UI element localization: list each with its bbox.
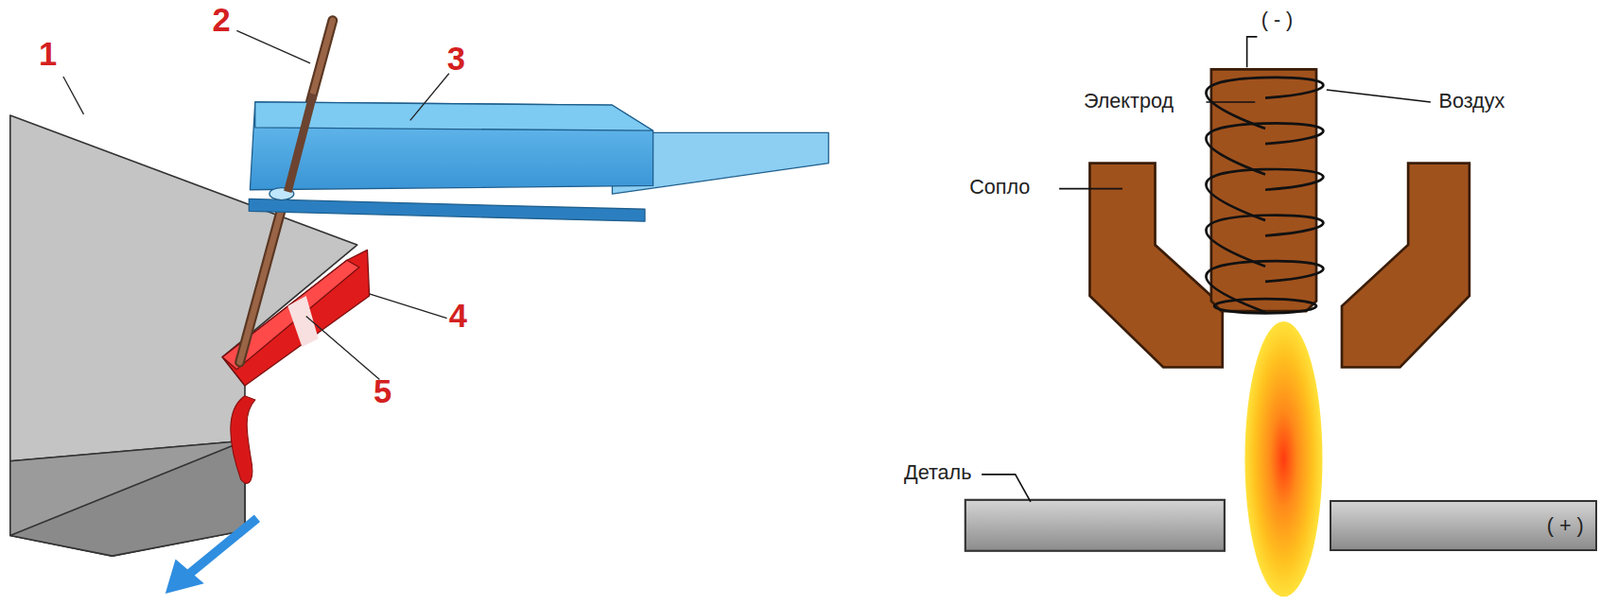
travel-arrow [165,518,258,594]
air-swirl-turn [1205,260,1323,313]
callout-number: 2 [211,1,230,38]
nozzle-left [1089,163,1222,368]
workpiece-bar: ( + ) [1329,500,1598,552]
gouge-groove [222,249,369,386]
part-label: ( - ) [1261,8,1294,32]
callout-number: 3 [447,40,466,77]
air-swirl-turn [1205,215,1323,267]
workpiece-left [965,500,1225,552]
leader-lines [63,30,450,380]
part-label: Воздух [1439,89,1506,113]
air-swirl-turn [1205,77,1323,129]
part-label: Сопло [969,175,1030,199]
nozzle-right [1341,163,1470,368]
air-swirl [1205,77,1323,314]
polarity-label: ( + ) [1547,513,1584,539]
carbon-electrode [240,20,333,363]
part-label: Электрод [1083,89,1174,113]
plasma-arc [1244,321,1322,597]
callout-number: 4 [449,297,468,334]
electrode-highlight [240,20,333,363]
air-swirl-turn [1214,298,1317,314]
electrode-holder [248,102,829,222]
callout-number: 1 [38,35,57,72]
torch-leaders [981,36,1431,503]
air-swirl-turn [1205,122,1323,174]
part-label: Деталь [904,461,972,485]
air-swirl-turn [1205,169,1323,221]
callout-number: 5 [373,373,392,410]
plasma-electrode [1211,69,1317,312]
electrode-through-holder [287,93,314,192]
molten-drip [230,396,256,485]
